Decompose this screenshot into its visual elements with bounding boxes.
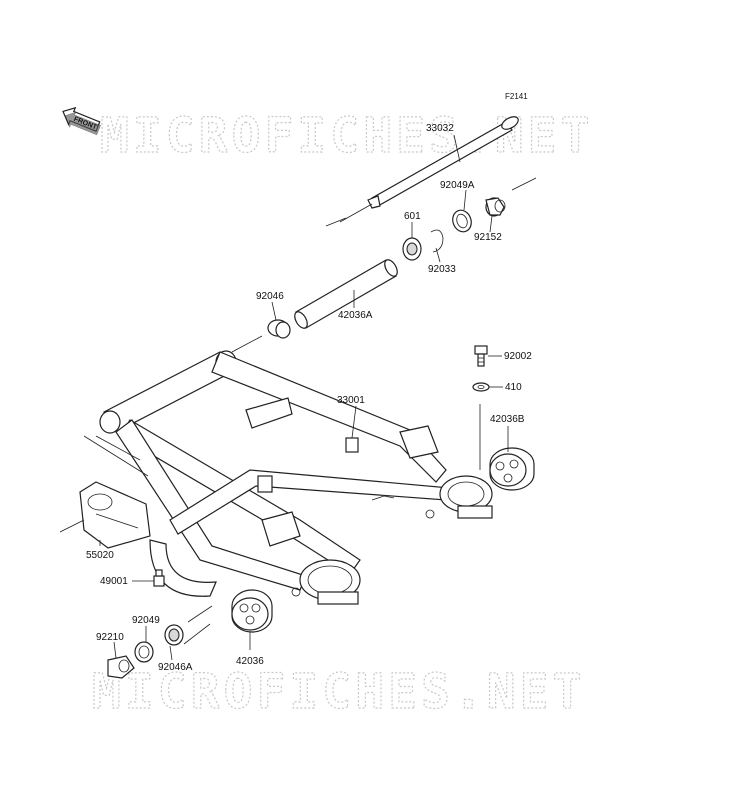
circlip-92033	[430, 229, 444, 253]
svg-text:33032: 33032	[426, 123, 454, 134]
label-92152: 92152	[474, 215, 502, 243]
label-42036: 42036	[236, 656, 264, 667]
svg-text:410: 410	[505, 382, 522, 393]
svg-text:92002: 92002	[504, 351, 532, 362]
label-92046: 92046	[256, 291, 284, 321]
svg-text:92210: 92210	[96, 632, 124, 643]
collar-92152	[485, 177, 537, 217]
label-49001: 49001	[100, 576, 154, 587]
label-410: 410	[489, 382, 522, 393]
label-42036a: 42036A	[338, 290, 373, 321]
seal-92049	[134, 641, 154, 663]
svg-text:42036B: 42036B	[490, 414, 525, 425]
label-92046a: 92046A	[158, 645, 193, 673]
svg-text:92046A: 92046A	[158, 662, 193, 673]
label-33001: 33001	[337, 395, 365, 406]
svg-text:42036: 42036	[236, 656, 264, 667]
label-55020: 55020	[86, 550, 114, 561]
seal-92049a	[452, 209, 472, 233]
svg-text:55020: 55020	[86, 550, 114, 561]
bush-42036b	[479, 404, 535, 491]
svg-text:42036A: 42036A	[338, 310, 373, 321]
collar-92210	[107, 655, 135, 679]
label-92210: 92210	[96, 632, 124, 659]
label-601: 601	[404, 211, 421, 238]
label-92049: 92049	[132, 615, 160, 642]
svg-text:92049: 92049	[132, 615, 160, 626]
bearing-601	[402, 237, 422, 261]
needle-bearing-92046	[231, 319, 291, 353]
svg-text:33001: 33001	[337, 395, 365, 406]
washer-410	[472, 382, 490, 392]
bush-42036	[231, 589, 273, 650]
svg-text:92152: 92152	[474, 232, 502, 243]
needle-bearing-92046a	[164, 605, 213, 646]
svg-text:92049A: 92049A	[440, 180, 475, 191]
label-33032: 33032	[426, 123, 461, 163]
figure-ref: F2141	[505, 92, 528, 101]
bolt-92002	[474, 345, 488, 367]
part-labels: 33032 92049A 601 92152 92033 92046 42036…	[86, 123, 532, 673]
svg-text:92046: 92046	[256, 291, 284, 302]
watermark-bottom: MICROFICHES.NET	[92, 664, 585, 720]
svg-text:49001: 49001	[100, 576, 128, 587]
chain-guard-55020	[59, 481, 151, 549]
grease-nipple-49001	[153, 569, 165, 587]
label-92033: 92033	[428, 247, 456, 275]
watermark-top: MICROFICHES.NET	[100, 108, 593, 164]
sleeve-42036a	[294, 259, 398, 329]
label-42036b: 42036B	[490, 414, 525, 452]
svg-text:92033: 92033	[428, 264, 456, 275]
svg-text:601: 601	[404, 211, 421, 222]
front-arrow-icon: FRONT	[62, 106, 101, 136]
pivot-shaft-33032	[325, 116, 519, 227]
swingarm-33001	[83, 350, 493, 605]
label-92002: 92002	[488, 351, 532, 362]
label-92049a: 92049A	[440, 180, 475, 211]
